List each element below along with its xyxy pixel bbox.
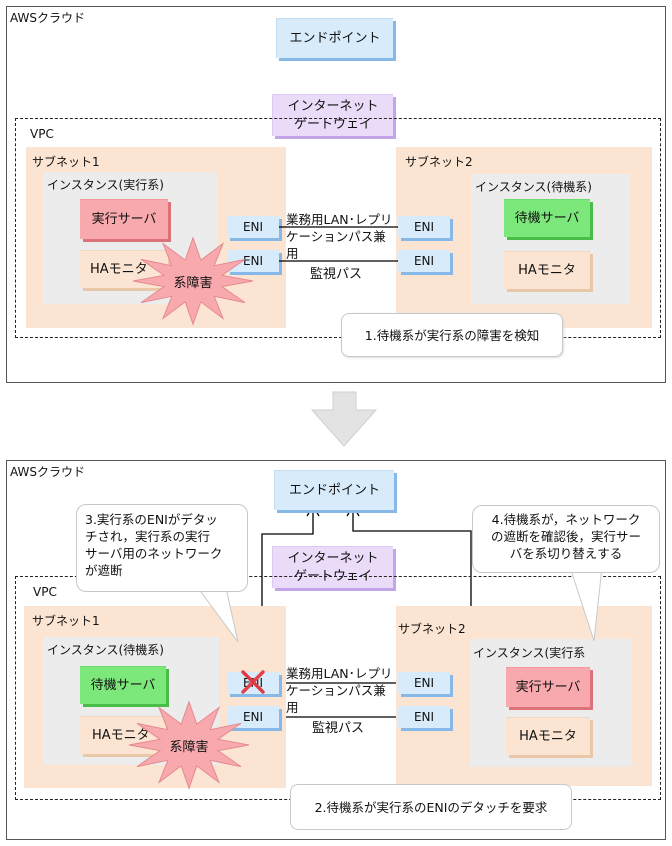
endpoint-box: エンドポイント bbox=[276, 18, 393, 58]
eni-business-right-bottom: ENI bbox=[398, 672, 450, 694]
ha-monitor-label: HAモニタ bbox=[90, 261, 148, 277]
monitor-path-label-bottom: 監視パス bbox=[312, 721, 365, 736]
callout3-text-3: サーバ用のネットワーク bbox=[85, 546, 223, 561]
eni-monitor-right-top: ENI bbox=[398, 250, 450, 272]
business-path-label-top: 業務用LAN･レプリ ケーションパス兼用 bbox=[286, 211, 398, 262]
eni-label: ENI bbox=[242, 254, 264, 268]
standby-server-label: 待機サーバ bbox=[514, 210, 580, 226]
igw-label-line1: インターネット bbox=[287, 98, 379, 114]
eni-business-right-top: ENI bbox=[398, 216, 450, 238]
fault-label-top: 系障害 bbox=[173, 275, 213, 291]
detach-x-icon bbox=[241, 670, 265, 694]
callout2-text: 2.待機系が実行系のENIのデタッチを要求 bbox=[314, 799, 548, 815]
eni-monitor-right-bottom: ENI bbox=[398, 706, 450, 728]
standby-server-top: 待機サーバ bbox=[504, 199, 590, 237]
fault-starburst-icon bbox=[132, 236, 254, 326]
business-label-line1: 業務用LAN･レプリ bbox=[286, 666, 393, 681]
callout1-bubble: 1.待機系が実行系の障害を検知 bbox=[341, 313, 563, 357]
instance-label: インスタンス(待機系) bbox=[475, 180, 592, 194]
endpoint-label: エンドポイント bbox=[289, 30, 381, 46]
run-server-label: 実行サーバ bbox=[515, 679, 581, 695]
callout3-text-4: が遮断 bbox=[85, 563, 123, 578]
subnet2-label: サブネット2 bbox=[405, 155, 473, 169]
eni-label: ENI bbox=[242, 220, 264, 234]
vpc-label: VPC bbox=[33, 585, 57, 599]
ha-monitor-label: HAモニタ bbox=[92, 727, 150, 743]
business-label-line1: 業務用LAN･レプリ bbox=[286, 212, 393, 227]
business-label-line2: ケーションパス兼用 bbox=[286, 229, 386, 261]
instance-label: インスタンス(実行系 bbox=[473, 646, 586, 660]
eni-monitor-left-bottom: ENI bbox=[227, 706, 279, 728]
run-server-label: 実行サーバ bbox=[91, 211, 157, 227]
subnet2-label: サブネット2 bbox=[398, 622, 466, 636]
business-path-label-bottom: 業務用LAN･レプリ ケーションパス兼用 bbox=[286, 665, 398, 716]
standby-server-label: 待機サーバ bbox=[90, 677, 156, 693]
run-server-top: 実行サーバ bbox=[80, 199, 168, 239]
callout4-tail bbox=[569, 566, 603, 642]
run-server-bottom: 実行サーバ bbox=[506, 667, 590, 707]
eni-label: ENI bbox=[413, 254, 435, 268]
igw-label-line1: インターネット bbox=[287, 550, 379, 566]
callout2-bubble: 2.待機系が実行系のENIのデタッチを要求 bbox=[290, 784, 572, 830]
eni-monitor-left-top: ENI bbox=[227, 250, 279, 272]
subnet1-label: サブネット1 bbox=[32, 614, 100, 628]
eni-label: ENI bbox=[413, 710, 435, 724]
ha-monitor-label: HAモニタ bbox=[519, 728, 577, 744]
vpc-top: VPC bbox=[15, 118, 661, 338]
fault-label-bottom: 系障害 bbox=[169, 739, 209, 755]
eni-business-left-top: ENI bbox=[227, 216, 279, 238]
standby-server-bottom: 待機サーバ bbox=[80, 666, 166, 704]
eni-label: ENI bbox=[413, 676, 435, 690]
callout4-text-3: バを系切り替えする bbox=[509, 546, 623, 561]
callout4-text-1: 4.待機系が，ネットワーク bbox=[491, 512, 641, 527]
ha-monitor-right-top: HAモニタ bbox=[504, 251, 590, 289]
internet-gateway-box: インターネット ゲートウェイ bbox=[272, 94, 393, 136]
monitor-path-label-top: 監視パス bbox=[310, 267, 363, 282]
instance-label: インスタンス(待機系) bbox=[47, 643, 164, 657]
business-label-line2: ケーションパス兼用 bbox=[286, 683, 386, 715]
internet-gateway-box: インターネット ゲートウェイ bbox=[272, 546, 393, 588]
callout4-text-2: の遮断を確認後，実行サー bbox=[490, 529, 641, 544]
cloud-label: AWSクラウド bbox=[10, 11, 86, 25]
instance-label: インスタンス(実行系) bbox=[47, 178, 164, 192]
callout1-text: 1.待機系が実行系の障害を検知 bbox=[364, 327, 540, 343]
callout3-tail bbox=[197, 587, 239, 643]
cloud-label: AWSクラウド bbox=[10, 465, 86, 479]
callout3-bubble: 3.実行系のENIがデタッ チされ，実行系の実行 サーバ用のネットワーク が遮断 bbox=[76, 504, 248, 592]
aws-cloud-bottom: AWSクラウド bbox=[6, 460, 666, 840]
endpoint-label: エンドポイント bbox=[288, 482, 380, 498]
ha-monitor-label: HAモニタ bbox=[518, 262, 576, 278]
callout3-text-2: チされ，実行系の実行 bbox=[85, 529, 211, 544]
igw-label-line2: ゲートウェイ bbox=[293, 116, 372, 132]
ha-monitor-right-bottom: HAモニタ bbox=[506, 717, 590, 755]
subnet1-label: サブネット1 bbox=[32, 155, 100, 169]
callout3-text-1: 3.実行系のENIがデタッ bbox=[85, 512, 218, 527]
down-arrow-icon bbox=[310, 391, 378, 447]
vpc-label: VPC bbox=[30, 127, 54, 141]
fault-starburst-icon bbox=[128, 700, 250, 790]
eni-label: ENI bbox=[413, 220, 435, 234]
callout4-bubble: 4.待機系が，ネットワーク の遮断を確認後，実行サー バを系切り替えする bbox=[472, 505, 660, 573]
eni-label: ENI bbox=[242, 710, 264, 724]
endpoint-box: エンドポイント bbox=[274, 470, 394, 510]
